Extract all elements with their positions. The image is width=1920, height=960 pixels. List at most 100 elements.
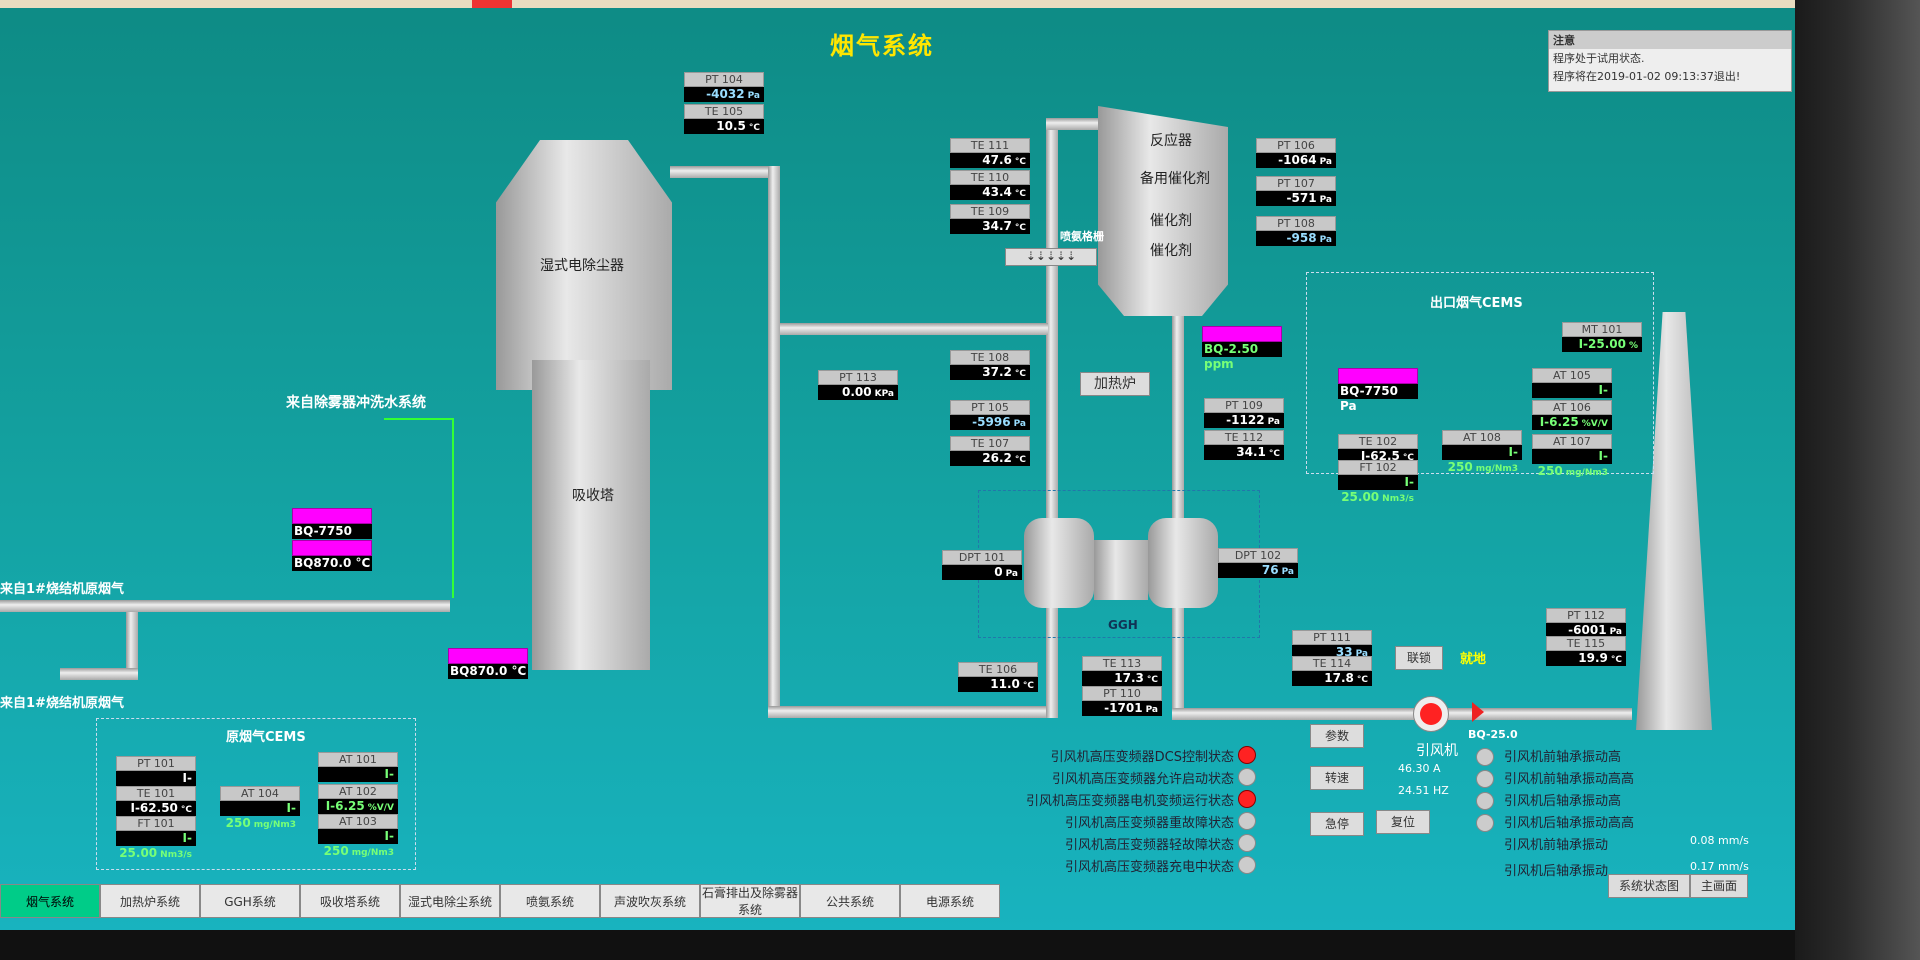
bad-quality-indicator[interactable]: BQ-7750 Pa xyxy=(1338,368,1418,413)
tag-id: PT 105 xyxy=(950,400,1030,415)
interlock-button[interactable]: 联锁 xyxy=(1395,646,1443,670)
stop-button[interactable]: 急停 xyxy=(1310,812,1364,836)
outlet-cems-frame xyxy=(1306,272,1654,474)
tab-8[interactable]: 公共系统 xyxy=(800,884,900,918)
fan-current-unit: A xyxy=(1433,762,1441,775)
fan-icon[interactable] xyxy=(1413,696,1449,732)
tag-id: TE 112 xyxy=(1204,430,1284,445)
tag-id: TE 111 xyxy=(950,138,1030,153)
tag-unit: °C xyxy=(1014,369,1026,379)
tab-5[interactable]: 喷氨系统 xyxy=(500,884,600,918)
tab-7[interactable]: 石膏排出及除雾器系统 xyxy=(700,884,800,918)
damper-valve-icon[interactable] xyxy=(1472,702,1484,722)
params-button[interactable]: 参数 xyxy=(1310,724,1364,748)
tab-4[interactable]: 湿式电除尘系统 xyxy=(400,884,500,918)
tab-0[interactable]: 烟气系统 xyxy=(0,884,100,918)
tag-id: PT 106 xyxy=(1256,138,1336,153)
tag-unit: Pa xyxy=(1267,417,1280,427)
tab-2[interactable]: GGH系统 xyxy=(200,884,300,918)
tag-id: PT 113 xyxy=(818,370,898,385)
flush-water-line-v xyxy=(452,418,454,598)
tab-3[interactable]: 吸收塔系统 xyxy=(300,884,400,918)
reset-button[interactable]: 复位 xyxy=(1376,810,1430,834)
speed-button[interactable]: 转速 xyxy=(1310,766,1364,790)
tag-unit: Nm3/s xyxy=(160,850,192,860)
tag-unit: °C xyxy=(1014,223,1026,233)
tab-6[interactable]: 声波吹灰系统 xyxy=(600,884,700,918)
window-title-bar xyxy=(0,0,1795,8)
tag-value: I-6.25%V/V xyxy=(318,799,398,814)
tag-unit: Pa xyxy=(1319,157,1332,167)
bq-bar xyxy=(448,648,528,664)
flush-water-label: 来自除雾器冲洗水系统 xyxy=(286,395,426,411)
close-button[interactable] xyxy=(472,0,512,8)
tag-value: I-1250mg/Nm3 xyxy=(318,767,398,796)
system-status-button[interactable]: 系统状态图 xyxy=(1608,874,1690,898)
tag-unit: Pa xyxy=(1319,195,1332,205)
raw-cems-frame xyxy=(96,718,416,870)
bad-quality-indicator[interactable]: BQ870.0 °C xyxy=(448,648,528,679)
tab-9[interactable]: 电源系统 xyxy=(900,884,1000,918)
reactor-vessel xyxy=(1098,106,1228,316)
fan-current: 46.30 A xyxy=(1398,762,1441,775)
tab-1[interactable]: 加热炉系统 xyxy=(100,884,200,918)
tag-unit: Pa xyxy=(1005,569,1018,579)
vibration-value: 0.17 mm/s xyxy=(1690,860,1749,873)
tag-id: AT 101 xyxy=(318,752,398,767)
tag-unit: °C xyxy=(1014,189,1026,199)
heater-button[interactable]: 加热炉 xyxy=(1080,372,1150,396)
tag-id: PT 112 xyxy=(1546,608,1626,623)
status-led-icon xyxy=(1238,746,1256,764)
bq-value: BQ-2.50 ppm xyxy=(1202,342,1282,371)
ggh-rotor xyxy=(1094,540,1148,600)
main-screen-button[interactable]: 主画面 xyxy=(1690,874,1748,898)
tag-value: 37.2°C xyxy=(950,365,1030,380)
bq-bar xyxy=(1202,326,1282,342)
status-led-icon xyxy=(1476,814,1494,832)
bad-quality-indicator[interactable]: BQ870.0 °C xyxy=(292,540,372,571)
tag-id: PT 108 xyxy=(1256,216,1336,231)
bad-quality-indicator[interactable]: BQ-2.50 ppm xyxy=(1202,326,1282,371)
bad-quality-indicator[interactable]: BQ-7750 Pa xyxy=(292,508,372,553)
